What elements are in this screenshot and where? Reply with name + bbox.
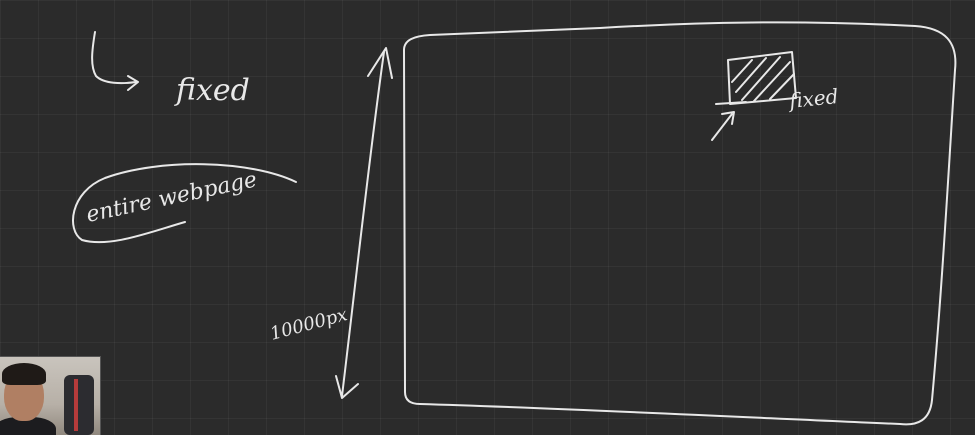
fixed-label-box: fixed [786,84,839,113]
height-arrow-bottom-head [335,375,359,399]
webpage-outline [403,21,957,426]
fixed-box-underline [715,101,747,105]
height-label: 10000px [268,304,350,345]
fixed-box-pointer-head [721,111,735,125]
fixed-box-outline [727,51,797,105]
presenter-webcam [0,356,101,435]
hatch-line [769,73,795,100]
hatch-line [735,57,767,93]
chair-stripe [74,379,78,431]
hatch-line [731,59,753,83]
fixed-box-pointer [711,113,733,141]
height-arrow-top-head [367,47,393,79]
hatch-line [753,61,791,102]
hook-arrow-head [127,75,139,91]
chair [64,375,94,435]
presenter-hair [2,363,46,385]
entire-webpage-loop [72,163,297,244]
hook-arrow [91,31,137,85]
height-arrow-shaft [341,51,385,397]
presenter-shirt [0,417,56,435]
hatch-line [741,56,781,101]
fixed-label-top: fixed [174,73,250,108]
